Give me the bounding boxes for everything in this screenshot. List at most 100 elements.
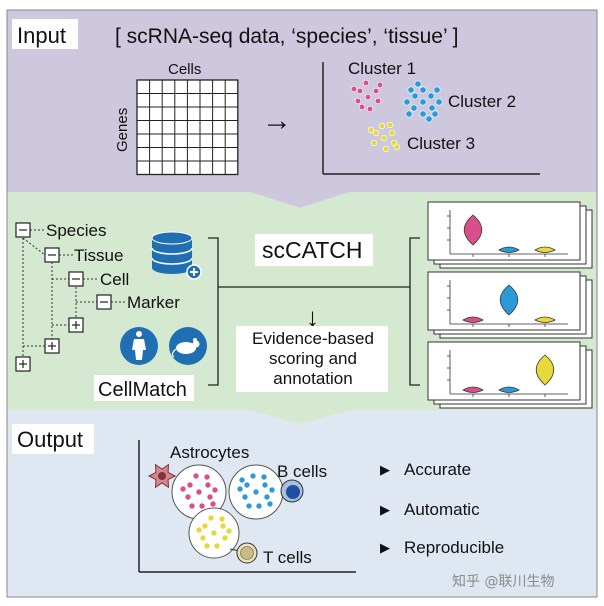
- cluster-2-dot: [428, 104, 436, 112]
- tree-cell: Cell: [100, 270, 129, 289]
- tcell-dot: [218, 515, 226, 523]
- evidence-text-box: [236, 326, 388, 392]
- bcell-dot: [261, 481, 269, 489]
- tcell-dot: [195, 526, 203, 534]
- cluster-2-dot: [410, 104, 418, 112]
- sccatch-label-box: [255, 234, 373, 266]
- tree-expand-icons[interactable]: [15, 317, 84, 372]
- cluster-3-dot: [388, 129, 396, 137]
- bcell-dot: [238, 476, 246, 484]
- bcell-dot: [241, 493, 249, 501]
- expression-matrix: [136, 79, 239, 176]
- watermark: 知乎 @联川生物: [452, 573, 554, 590]
- bcell-dot: [263, 493, 271, 501]
- bullet-icon: ▶: [380, 540, 390, 555]
- cluster-2-dot: [414, 80, 422, 88]
- cluster-2-dot: [419, 86, 427, 94]
- astrocyte-dot: [184, 493, 192, 501]
- left-bracket: [208, 237, 219, 386]
- evidence-line-3: annotation: [273, 369, 352, 388]
- astrocytes-label: Astrocytes: [170, 443, 249, 462]
- tcell-dot: [210, 529, 218, 537]
- violin-cards: [427, 201, 593, 409]
- cluster-1-dot: [372, 87, 380, 95]
- evidence-line-2: scoring and: [269, 349, 357, 368]
- cluster-1-dot: [350, 85, 358, 93]
- output-clusters: [147, 463, 304, 564]
- astrocyte-dot: [204, 481, 212, 489]
- feature-reproducible: Reproducible: [404, 538, 504, 557]
- input-title-box: [12, 19, 78, 49]
- violin-shape: [535, 354, 555, 386]
- cluster-1-dot: [366, 105, 374, 113]
- bcell-dot: [255, 502, 263, 510]
- cluster-3-dot: [378, 122, 386, 130]
- cluster-2-dot: [431, 110, 439, 118]
- violin-shape: [498, 386, 520, 393]
- bcell-dot: [260, 473, 268, 481]
- output-title: Output: [17, 427, 83, 452]
- outer-frame: [6, 9, 598, 598]
- bcells-label: B cells: [277, 462, 327, 481]
- tree-marker: Marker: [127, 293, 180, 312]
- matrix-rows-label: Genes: [114, 108, 131, 152]
- tree-species: Species: [46, 221, 106, 240]
- cluster-3-dot: [382, 145, 390, 153]
- evidence-line-1: Evidence-based: [252, 329, 374, 348]
- cluster-1-dot: [362, 79, 370, 87]
- bcell-nucleus: [286, 485, 300, 499]
- tree-tissue: Tissue: [74, 246, 123, 265]
- violin-shape: [463, 214, 483, 246]
- violin-shape: [534, 246, 556, 253]
- cluster-2-dot: [407, 86, 415, 94]
- tcell-dot: [201, 522, 209, 530]
- tcell-dot: [225, 527, 233, 535]
- violin-shape: [462, 316, 484, 323]
- sccatch-label: scCATCH: [262, 237, 363, 263]
- cluster-1-label: Cluster 1: [348, 59, 416, 78]
- right-arrow-icon: →: [262, 104, 292, 137]
- cluster-3-dot: [380, 134, 388, 142]
- astrocyte-dot: [206, 493, 214, 501]
- cluster-1-dot: [358, 103, 366, 111]
- feature-automatic: Automatic: [404, 500, 480, 519]
- violin-shape: [499, 284, 519, 316]
- output-panel: [7, 400, 597, 597]
- cluster-3-dot: [372, 129, 380, 137]
- tcell-dot: [199, 534, 207, 542]
- cluster-2-dot: [435, 98, 443, 106]
- astrocyte-dot: [195, 488, 203, 496]
- bcell-dot: [268, 486, 276, 494]
- cluster-2-dot: [419, 110, 427, 118]
- bcell-dot: [266, 500, 274, 508]
- tcell-dot: [221, 534, 229, 542]
- cellmatch-label: CellMatch: [98, 379, 187, 401]
- mouse-icon: [169, 327, 207, 365]
- astrocyte-dot: [192, 472, 200, 480]
- cluster-2-dot: [405, 110, 413, 118]
- bcell-dot: [249, 472, 257, 480]
- cluster-2-dot: [419, 98, 427, 106]
- astrocyte-dot: [186, 481, 194, 489]
- cluster-1-dot: [374, 97, 382, 105]
- cluster-3-dot: [386, 121, 394, 129]
- cluster-2-dot: [411, 92, 419, 100]
- tree-collapse-icons[interactable]: [15, 222, 112, 310]
- astrocyte-dot: [209, 500, 217, 508]
- cluster-1-dot: [364, 93, 372, 101]
- cluster-2-dot: [403, 98, 411, 106]
- violin-shape: [462, 386, 484, 393]
- tcells-label: T cells: [263, 548, 312, 567]
- cluster-2-label: Cluster 2: [448, 92, 516, 111]
- astrocyte-nucleus: [158, 472, 166, 480]
- input-title: Input: [17, 23, 66, 48]
- cluster-3-dot: [370, 139, 378, 147]
- tcell-dot: [213, 542, 221, 550]
- feature-accurate: Accurate: [404, 460, 471, 479]
- cluster-1-dot: [354, 97, 362, 105]
- cellmatch-label-box: [94, 375, 194, 401]
- bcell-dot: [245, 502, 253, 510]
- astrocyte-dot: [179, 485, 187, 493]
- cluster-1-dot: [376, 81, 384, 89]
